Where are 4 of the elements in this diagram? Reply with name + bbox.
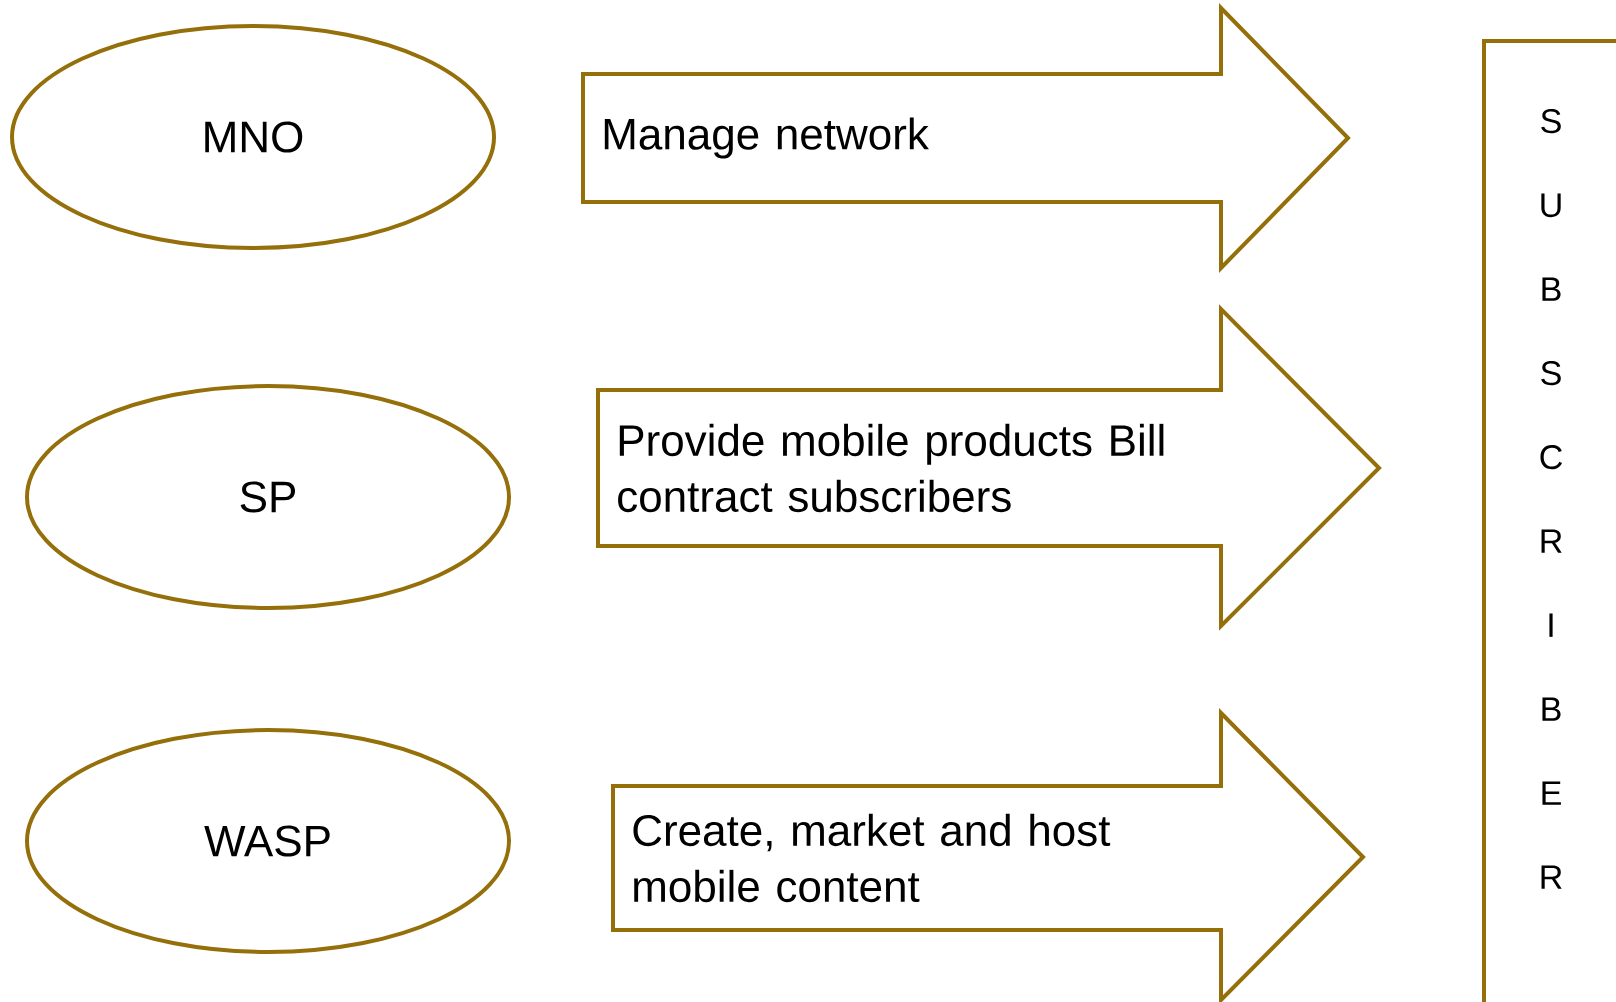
subscriber-box: S U B S C R I B E R bbox=[1482, 39, 1616, 1002]
ellipse-node: WASP bbox=[25, 728, 511, 954]
ellipse-node: MNO bbox=[10, 24, 496, 250]
ellipse-node: SP bbox=[25, 384, 511, 610]
